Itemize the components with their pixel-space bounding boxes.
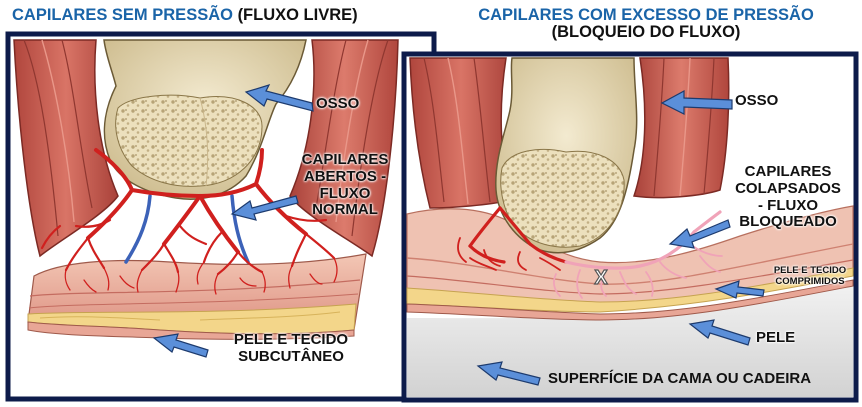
compressed-label-line: PELE E TECIDO xyxy=(773,265,847,276)
right-skin-label: PELE xyxy=(756,329,796,346)
left-muscles xyxy=(13,39,399,258)
left-skin-label: PELE E TECIDO SUBCUTÂNEO xyxy=(206,331,376,366)
skin-label-line: PELE E TECIDO xyxy=(233,331,349,348)
surface-label: SUPERFÍCIE DA CAMA OU CADEIRA xyxy=(548,370,812,387)
left-skin-block xyxy=(27,253,367,340)
left-title-main: CAPILARES SEM PRESSÃO xyxy=(12,6,233,24)
right-bone xyxy=(495,57,638,254)
capillaries-label-line: BLOQUEADO xyxy=(739,213,837,231)
block-mark: X xyxy=(594,267,608,289)
arrow-icon xyxy=(230,195,299,221)
right-arrows xyxy=(476,89,765,386)
arrow-icon xyxy=(152,333,209,358)
capillaries-label-line: - FLUXO xyxy=(758,196,818,214)
left-panel-title: CAPILARES SEM PRESSÃO (FLUXO LIVRE) xyxy=(12,6,432,24)
left-bone-label: OSSO xyxy=(316,95,360,112)
capillaries-label-line: CAPILARES xyxy=(301,151,389,168)
arrow-icon xyxy=(660,89,733,115)
arrow-icon xyxy=(714,280,765,299)
arrow-icon xyxy=(688,319,751,346)
capillaries-label-line: NORMAL xyxy=(312,201,378,219)
arrow-icon xyxy=(668,219,731,249)
right-bone-label: OSSO xyxy=(735,92,779,109)
capillaries-label-line: FLUXO xyxy=(319,184,371,202)
right-title-main: CAPILARES COM EXCESSO DE PRESSÃO xyxy=(478,6,814,24)
arrow-icon xyxy=(476,361,541,386)
arrow-icon xyxy=(244,84,314,112)
left-bone xyxy=(103,39,307,200)
left-title-sub: (FLUXO LIVRE) xyxy=(237,6,358,24)
capillaries-label-line: ABERTOS - xyxy=(303,167,387,185)
skin-label-line: SUBCUTÂNEO xyxy=(238,347,344,365)
right-capillaries-label: CAPILARES COLAPSADOS - FLUXO BLOQUEADO xyxy=(726,163,850,231)
left-arrows xyxy=(152,84,314,358)
left-capillaries-open xyxy=(40,148,338,295)
support-surface xyxy=(407,282,853,397)
left-capillaries-label: CAPILARES ABERTOS - FLUXO NORMAL xyxy=(282,151,408,219)
right-compressed-label: PELE E TECIDO COMPRIMIDOS xyxy=(764,265,856,287)
right-panel-title: CAPILARES COM EXCESSO DE PRESSÃO (BLOQUE… xyxy=(440,6,852,42)
right-title-sub: (BLOQUEIO DO FLUXO) xyxy=(551,23,741,42)
capillaries-label-line: CAPILARES xyxy=(744,163,832,180)
right-muscles xyxy=(409,57,730,209)
compressed-label-line: COMPRIMIDOS xyxy=(775,275,845,287)
capillaries-label-line: COLAPSADOS xyxy=(735,179,841,197)
right-capillaries xyxy=(457,206,723,299)
